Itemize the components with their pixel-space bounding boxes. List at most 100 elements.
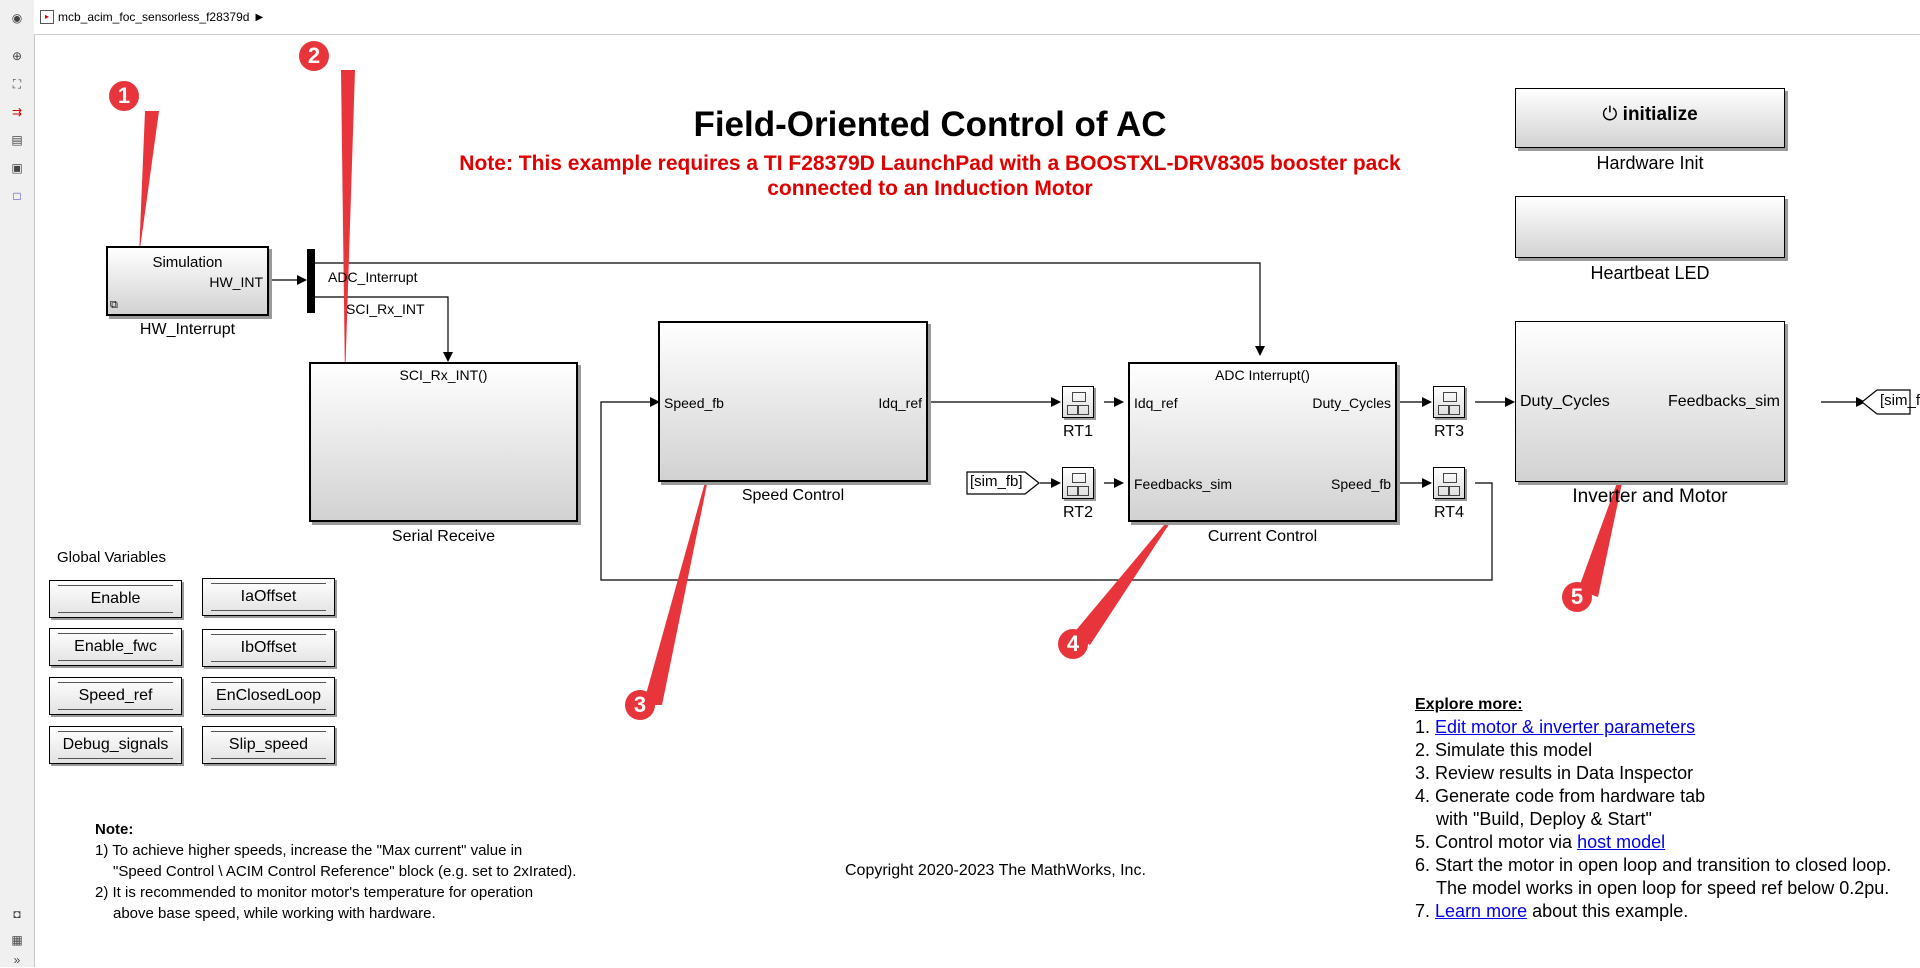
cc-feedbacks-sim-port: Feedbacks_sim [1134, 476, 1233, 492]
rt3-block[interactable] [1433, 386, 1465, 418]
speed-control-block[interactable]: Speed_fb Idq_ref [658, 321, 928, 482]
inverter-motor-name: Inverter and Motor [1572, 486, 1728, 507]
explore-item-3: 3. Review results in Data Inspector [1415, 763, 1694, 783]
area-icon[interactable]: □ [13, 189, 21, 203]
callout-5: 5 [1562, 582, 1592, 612]
gv-enable[interactable]: Enable [49, 580, 182, 618]
cc-speed-fb-port: Speed_fb [1331, 476, 1391, 492]
serial-receive-block[interactable]: SCI_Rx_INT() [309, 362, 578, 522]
gv-speed-ref[interactable]: Speed_ref [49, 677, 182, 715]
callout-4-tail [1072, 500, 1185, 645]
serial-receive-name: Serial Receive [391, 528, 496, 545]
fit-view-icon[interactable]: ⛶ [12, 76, 22, 91]
expand-icon[interactable]: » [13, 953, 21, 967]
hw-interrupt-block[interactable]: Simulation HW_INT ⧉ [106, 246, 269, 316]
collapse-icon[interactable]: ◉ [11, 11, 23, 25]
camera-icon[interactable]: ◘ [13, 907, 21, 921]
gv-slip-speed[interactable]: Slip_speed [202, 726, 335, 764]
left-toolbar: ◉ ⊕ ⛶ ⇉ ▤ ▣ □ ◘ ▦ » [0, 0, 35, 967]
explore-item-6a: 6. Start the motor in open loop and tran… [1415, 855, 1892, 875]
callout-5-tail [1578, 450, 1629, 597]
cc-duty-cycles-port: Duty_Cycles [1312, 395, 1391, 411]
global-variables-title: Global Variables [57, 549, 166, 566]
idq-ref-port: Idq_ref [878, 395, 922, 411]
heartbeat-led-label: Heartbeat LED [1590, 263, 1710, 283]
from-tag-shape [966, 471, 1040, 495]
explore-item-6b: The model works in open loop for speed r… [1436, 878, 1890, 898]
annotation-icon[interactable]: ▤ [11, 133, 23, 147]
explore-more: Explore more: 1. Edit motor & inverter p… [1415, 693, 1891, 923]
gv-enable-fwc[interactable]: Enable_fwc [49, 628, 182, 666]
rt1-block[interactable] [1062, 386, 1094, 418]
gv-debug-signals[interactable]: Debug_signals [49, 726, 182, 764]
callout-1: 1 [109, 81, 139, 111]
current-control-block[interactable]: ADC Interrupt() Idq_ref Feedbacks_sim Du… [1128, 362, 1397, 522]
from-tag-sim-fb[interactable]: [sim_fb] [970, 473, 1023, 490]
image-icon[interactable]: ▣ [11, 161, 23, 175]
sci-rx-int-signal-label: SCI_Rx_INT [346, 301, 425, 317]
speed-fb-port: Speed_fb [664, 395, 724, 411]
edit-params-link[interactable]: Edit motor & inverter parameters [1435, 717, 1696, 737]
requirement-note: Note: This example requires a TI F28379D… [435, 151, 1425, 201]
arrow-icon[interactable]: ⇉ [11, 105, 23, 119]
explore-item-7: 7. Learn more about this example. [1415, 900, 1891, 923]
hardware-init-label: Hardware Init [1596, 153, 1704, 173]
hw-interrupt-name: HW_Interrupt [139, 321, 236, 338]
rt2-block[interactable] [1062, 467, 1094, 499]
signal-lines [139, 70, 1911, 705]
bottom-note-line1: 1) To achieve higher speeds, increase th… [95, 842, 523, 859]
callout-2-tail [341, 70, 355, 381]
initialize-button[interactable]: ⏻ initialize [1515, 88, 1785, 148]
breadcrumb-bar: ▸ mcb_acim_foc_sensorless_f28379d ▶ [34, 0, 1920, 35]
current-control-name: Current Control [1207, 528, 1318, 545]
adc-interrupt-line [311, 262, 1265, 356]
goto-tag-sim-fb[interactable]: [sim_fb] [1880, 392, 1920, 409]
host-model-link[interactable]: host model [1577, 832, 1666, 852]
sci-rx-int-line [311, 296, 453, 362]
initialize-button-content: ⏻ initialize [1516, 104, 1784, 126]
explore-item-1: 1. Edit motor & inverter parameters [1415, 716, 1891, 739]
explore-item-1-num: 1. [1415, 717, 1431, 737]
cc-idq-ref-port: Idq_ref [1134, 395, 1178, 411]
property-inspector-icon[interactable]: ▦ [11, 933, 23, 947]
rt4-label: RT4 [1434, 504, 1464, 521]
bottom-note-line2: "Speed Control \ ACIM Control Reference"… [113, 863, 577, 880]
callout-3: 3 [625, 690, 655, 720]
hw-int-port: HW_INT [209, 274, 263, 290]
explore-item-7-num: 7. [1415, 901, 1431, 921]
explore-item-2: 2. Simulate this model [1415, 740, 1593, 760]
requirement-note-line2: connected to an Induction Motor [767, 177, 1093, 200]
breadcrumb-model-name[interactable]: mcb_acim_foc_sensorless_f28379d [58, 10, 250, 24]
bottom-note-title: Note: [95, 821, 134, 838]
explore-item-4a: 4. Generate code from hardware tab [1415, 786, 1706, 806]
speed-fb-feedback-line [600, 397, 1493, 581]
heartbeat-led-block[interactable] [1515, 196, 1785, 258]
rt1-label: RT1 [1063, 423, 1093, 440]
speed-control-name: Speed Control [741, 487, 845, 504]
goto-tag-shape [1861, 389, 1911, 415]
model-canvas[interactable]: 1 2 3 4 5 Field-Oriented Control of AC N… [35, 35, 1920, 967]
callout-2: 2 [299, 41, 329, 71]
model-icon: ▸ [40, 10, 54, 24]
subsystem-link-icon: ⧉ [110, 299, 118, 311]
inverter-motor-block[interactable]: Duty_Cycles Feedbacks_sim [1515, 321, 1785, 482]
explore-item-5-text: 5. Control motor via [1415, 832, 1573, 852]
breadcrumb[interactable]: ▸ mcb_acim_foc_sensorless_f28379d ▶ [40, 7, 263, 27]
rt2-label: RT2 [1063, 504, 1093, 521]
im-duty-cycles-port: Duty_Cycles [1520, 393, 1610, 410]
gv-enclosedloop[interactable]: EnClosedLoop [202, 677, 335, 715]
mux-bar [307, 249, 315, 313]
adc-interrupt-trigger-port: ADC Interrupt() [1215, 367, 1310, 383]
learn-more-link[interactable]: Learn more [1435, 901, 1528, 921]
copyright: Copyright 2020-2023 The MathWorks, Inc. [845, 862, 1146, 879]
power-icon: ⏻ [1602, 104, 1618, 125]
zoom-in-icon[interactable]: ⊕ [11, 49, 23, 63]
chevron-right-icon[interactable]: ▶ [255, 11, 264, 23]
callout-3-tail [643, 450, 714, 705]
initialize-label: initialize [1622, 104, 1698, 125]
explore-item-5: 5. Control motor via host model [1415, 831, 1891, 854]
gv-iaoffset[interactable]: IaOffset [202, 578, 335, 616]
gv-iboffset[interactable]: IbOffset [202, 629, 335, 667]
rt4-block[interactable] [1433, 467, 1465, 499]
adc-interrupt-signal-label: ADC_Interrupt [328, 269, 418, 285]
